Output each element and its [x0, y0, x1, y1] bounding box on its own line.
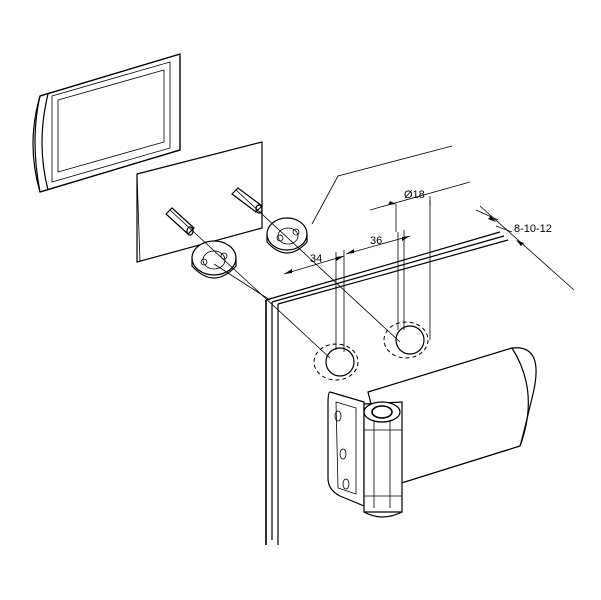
- label-spacing-outer: 34: [310, 253, 322, 265]
- hole-right: [383, 321, 429, 359]
- door-frame: [265, 231, 509, 545]
- dimension-lines: [283, 181, 575, 291]
- label-spacing-inner: 36: [370, 235, 382, 247]
- label-frame-offset: 8-10-12: [514, 223, 552, 235]
- hinge-body: [327, 347, 537, 518]
- label-hole-diameter: Ø18: [404, 189, 425, 201]
- dowel-left: [165, 207, 195, 236]
- cover-cap: [32, 53, 181, 193]
- bushing-right: [266, 217, 308, 254]
- mounting-plate: [136, 141, 263, 263]
- projection-lines: [335, 200, 431, 352]
- leader-line: [311, 145, 453, 225]
- bushing-left: [191, 240, 237, 279]
- axis-lines: [169, 189, 401, 359]
